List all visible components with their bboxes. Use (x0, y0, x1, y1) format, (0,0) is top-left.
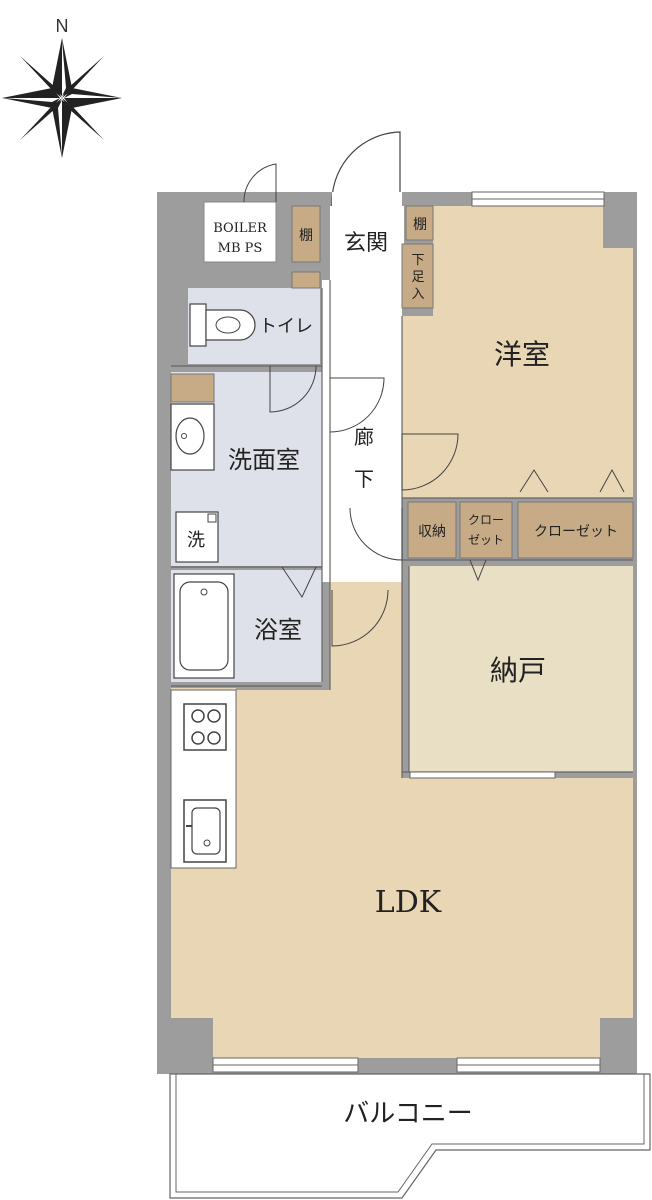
shelf-left-label: 棚 (299, 228, 313, 244)
stove-icon (183, 703, 227, 751)
storeroom-floor (409, 566, 633, 772)
shelf-right (405, 205, 434, 241)
entrance-floor (330, 206, 404, 280)
toilet-label: トイレ (259, 316, 313, 337)
washer-drain-icon (207, 513, 217, 523)
small-closet-label-1: クロー (468, 513, 504, 527)
storage-label: 収納 (418, 524, 446, 540)
large-closet-label: クローゼット (534, 524, 618, 540)
ldk-floor (171, 582, 633, 1058)
ldk-label: LDK (375, 885, 442, 920)
entrance-label: 玄関 (344, 231, 388, 256)
washer-box (175, 511, 219, 563)
corridor-label-2: 下 (354, 467, 374, 491)
compass-rose-icon (2, 38, 122, 158)
shoe-box (401, 243, 434, 309)
washer-label: 洗 (187, 530, 205, 551)
storage-closet (407, 501, 457, 559)
storeroom-label: 納戸 (490, 654, 546, 687)
large-closet (517, 501, 634, 559)
washroom-shelf (170, 373, 215, 403)
kitchen-sink-icon (183, 799, 227, 863)
door-swings (269, 365, 625, 647)
washroom-label: 洗面室 (228, 446, 300, 474)
shoe-box-label-1: 下 (411, 253, 424, 268)
balcony-rail (175, 1074, 645, 1193)
shelf-left (291, 205, 321, 263)
shelf-right-label: 棚 (413, 217, 427, 233)
windows (212, 191, 605, 1073)
boiler-door-swing (243, 163, 277, 203)
mbps-label: MB PS (218, 241, 263, 256)
bathroom-label: 浴室 (254, 616, 302, 644)
balcony-label: バルコニー (343, 1099, 472, 1129)
corridor-label-1: 廊 (354, 425, 374, 449)
toilet-fixture-icon (189, 303, 256, 347)
boiler-label: BOILER (213, 221, 268, 236)
north-label: N (56, 16, 69, 36)
wash-basin-icon (170, 403, 215, 471)
shoe-box-label-2: 足 (411, 270, 424, 285)
corridor-floor (322, 280, 402, 582)
boiler-mbps-box (203, 201, 277, 263)
shoe-box-label-3: 入 (411, 287, 424, 302)
small-closet-label-2: ゼット (468, 533, 504, 547)
western-room-label: 洋室 (494, 338, 550, 371)
small-closet (459, 501, 513, 559)
toilet-shelf (291, 271, 321, 289)
front-door-swing (331, 131, 401, 206)
front-door-gap (332, 192, 402, 206)
balcony (169, 1073, 651, 1199)
western-room-floor (402, 206, 633, 498)
bathtub-icon (173, 573, 235, 679)
